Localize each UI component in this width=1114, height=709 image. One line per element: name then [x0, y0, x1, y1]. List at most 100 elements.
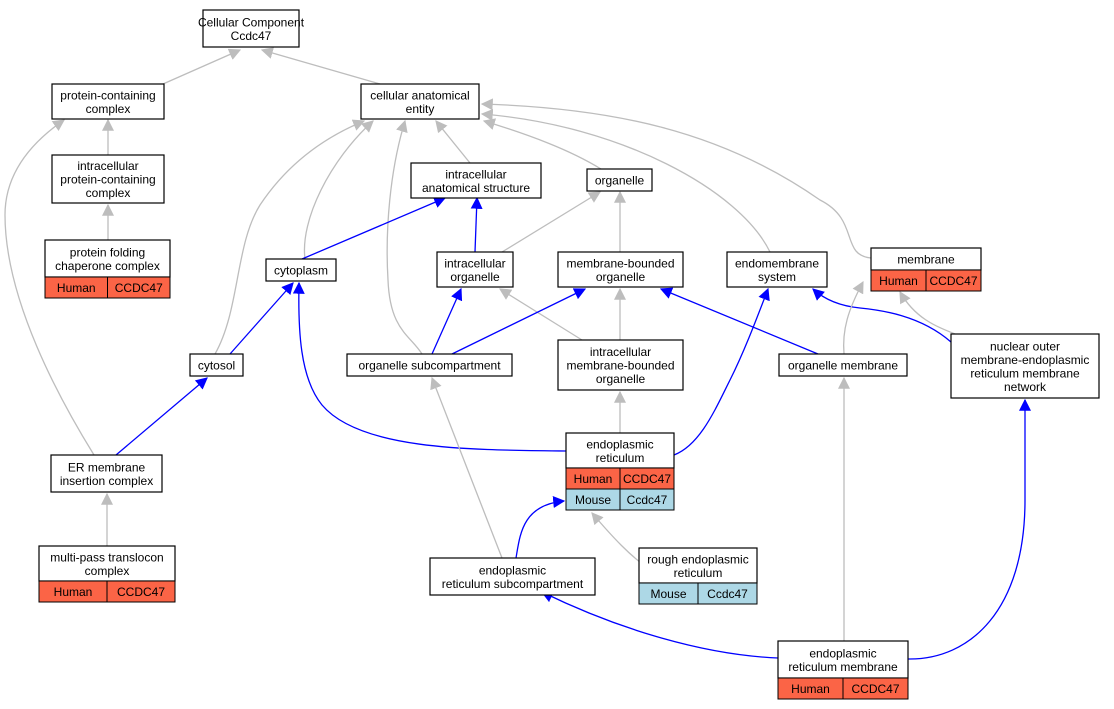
part-of-arrow [431, 287, 463, 355]
part-of-arrow [229, 282, 294, 355]
node-box [557, 251, 684, 288]
annotation-row-human: Human CCDC47 [777, 677, 909, 700]
go-term-node-organelle[interactable]: organelle [586, 168, 653, 192]
node-box [202, 9, 300, 48]
node-label: cytoplasm [274, 264, 328, 278]
go-term-node-cytoplasm[interactable]: cytoplasm [265, 258, 337, 282]
edge-organelle-to-cellular_anatomical_entity [482, 118, 602, 170]
node-label: organelle membrane [788, 359, 898, 373]
node-box [557, 339, 684, 391]
is-a-arrow [480, 98, 872, 259]
node-label: protein-containing [60, 173, 155, 187]
gene-cell [842, 677, 909, 700]
node-box [586, 168, 653, 192]
node-box [638, 547, 758, 584]
node-label: cellular anatomical [370, 88, 469, 102]
gene-label: CCDC47 [623, 472, 671, 486]
part-of-arrow [470, 196, 483, 253]
is-a-arrow [498, 288, 583, 341]
is-a-arrow [430, 376, 503, 559]
edge-intracellular_membrane_bounded_organelle-to-intracellular_organelle [498, 288, 583, 341]
species-label: Human [791, 682, 830, 696]
node-label: system [758, 270, 796, 284]
node-box [410, 162, 542, 199]
is-a-arrow [4, 119, 95, 456]
node-label: chaperone complex [55, 259, 160, 273]
go-term-node-nuclear-outer-membrane-er-network[interactable]: nuclear outermembrane-endoplasmicreticul… [950, 333, 1100, 399]
is-a-arrow [501, 191, 602, 253]
species-label: Mouse [575, 493, 611, 507]
edge-organelle_membrane-to-membrane_bounded_organelle [659, 287, 819, 355]
node-box [950, 333, 1100, 399]
edge-cytoplasm-to-intracellular_anatomical_structure [301, 196, 447, 260]
edge-er_membrane_insertion_complex-to-protein_containing_complex [4, 119, 95, 456]
node-label: protein-containing [60, 88, 155, 102]
is-a-arrow [482, 118, 602, 170]
gene-label: CCDC47 [117, 585, 165, 599]
node-label: intracellular [77, 159, 138, 173]
node-label: reticulum subcompartment [442, 577, 584, 591]
node-label: endoplasmic [479, 563, 546, 577]
node-box [51, 154, 165, 204]
species-label: Human [574, 472, 613, 486]
node-label: reticulum [596, 451, 645, 465]
edge-organelle_membrane-to-membrane [842, 280, 864, 355]
node-label: organelle [596, 372, 646, 386]
is-a-arrow [162, 48, 242, 85]
node-label: insertion complex [60, 474, 153, 488]
gene-cell [107, 276, 171, 299]
is-a-arrow [386, 119, 423, 355]
node-box [360, 83, 480, 120]
node-label: Ccdc47 [231, 29, 272, 43]
edge-er_membrane-to-er_subcompartment [540, 591, 779, 659]
is-a-arrow [480, 108, 771, 253]
node-label: endoplasmic [586, 437, 653, 451]
part-of-arrow [673, 287, 770, 456]
edge-nuclear_outer_membrane_er_network-to-membrane [899, 290, 956, 335]
node-box [346, 353, 513, 377]
edge-intracellular_anatomical_structure-to-cellular_anatomical_entity [435, 120, 471, 164]
node-box [436, 251, 514, 288]
node-label: membrane-bounded [566, 359, 674, 373]
is-a-arrow [435, 120, 471, 164]
is-a-arrow [842, 280, 864, 355]
node-label: endomembrane [735, 256, 819, 270]
go-term-node-organelle-subcompartment[interactable]: organelle subcompartment [346, 353, 513, 377]
node-label: anatomical structure [422, 181, 530, 195]
node-label: reticulum [674, 566, 723, 580]
go-term-node-cytosol[interactable]: cytosol [189, 353, 244, 377]
is-a-arrow [214, 119, 366, 355]
node-label: complex [85, 564, 130, 578]
edge-er_membrane-to-nuclear_outer_membrane_er_network [907, 398, 1031, 660]
node-label: cytosol [198, 359, 235, 373]
node-label: complex [86, 186, 131, 200]
gene-label: CCDC47 [851, 682, 899, 696]
edge-cytoplasm-to-cellular_anatomical_entity [303, 120, 374, 260]
edge-nuclear_outer_membrane_er_network-to-endomembrane_system [812, 288, 952, 343]
edge-er_membrane_insertion_complex-to-cytosol [115, 377, 208, 456]
node-label: endoplasmic [809, 646, 876, 660]
node-box [51, 83, 165, 120]
go-term-node-organelle-membrane[interactable]: organelle membrane [778, 353, 908, 377]
gene-cell [697, 582, 758, 605]
